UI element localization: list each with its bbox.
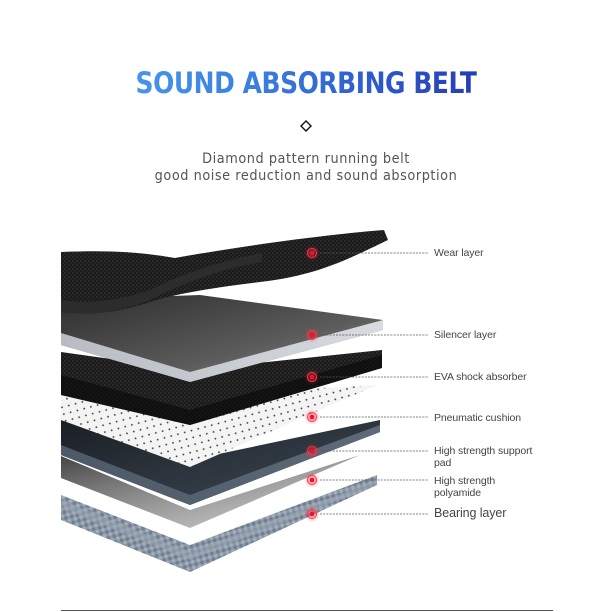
subtitle-line-1: Diamond pattern running belt bbox=[202, 151, 410, 167]
eva-layer-graphic bbox=[61, 350, 382, 425]
label-polyamide: High strength polyamide bbox=[434, 475, 496, 499]
label-silencer-layer: Silencer layer bbox=[434, 329, 497, 341]
marker-bearing bbox=[304, 506, 428, 522]
label-pneumatic-cushion: Pneumatic cushion bbox=[434, 412, 522, 424]
diamond-outline-icon bbox=[300, 120, 312, 132]
polyamide-layer-graphic bbox=[61, 455, 360, 533]
marker-wear bbox=[304, 245, 428, 261]
bottom-divider bbox=[61, 610, 553, 611]
silencer-layer-graphic bbox=[61, 295, 383, 382]
label-wear-layer: Wear layer bbox=[434, 247, 484, 259]
marker-support-pad bbox=[304, 443, 428, 459]
marker-polyamide bbox=[304, 472, 428, 488]
marker-pneumatic bbox=[304, 409, 428, 425]
label-eva-shock-absorber: EVA shock absorber bbox=[434, 371, 527, 383]
marker-eva bbox=[304, 369, 428, 385]
label-bearing-layer: Bearing layer bbox=[434, 506, 507, 520]
marker-silencer bbox=[304, 327, 428, 343]
subtitle-line-2: good noise reduction and sound absorptio… bbox=[154, 168, 458, 184]
label-support-pad: High strength support pad bbox=[434, 445, 533, 469]
page-title: SOUND ABSORBING BELT bbox=[43, 66, 569, 100]
support-pad-layer-graphic bbox=[61, 420, 380, 505]
bearing-layer-graphic bbox=[61, 475, 377, 572]
